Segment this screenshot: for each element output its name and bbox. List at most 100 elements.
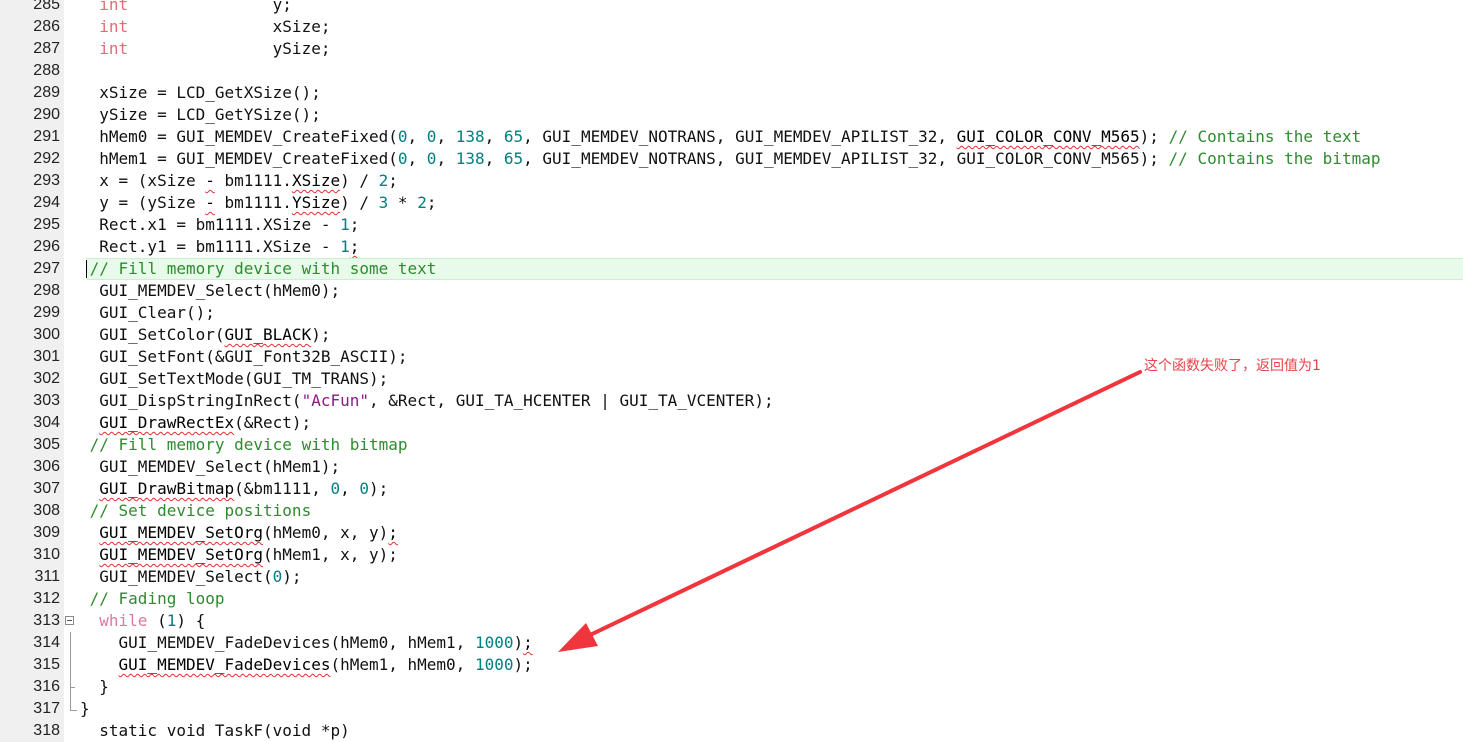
code-line[interactable]: 313 while (1) { <box>0 610 1463 632</box>
code-text[interactable]: Rect.y1 = bm1111.XSize - 1; <box>80 236 359 258</box>
code-token: int <box>99 17 129 36</box>
code-line[interactable]: 301 GUI_SetFont(&GUI_Font32B_ASCII); <box>0 346 1463 368</box>
code-text[interactable]: GUI_MEMDEV_Select(hMem0); <box>80 280 340 302</box>
code-line[interactable]: 302 GUI_SetTextMode(GUI_TM_TRANS); <box>0 368 1463 390</box>
code-token <box>80 655 119 674</box>
code-text[interactable]: GUI_MEMDEV_Select(0); <box>80 566 301 588</box>
code-text[interactable]: } <box>80 698 90 720</box>
code-token: // Contains the bitmap <box>1168 149 1381 168</box>
code-line[interactable]: 308 // Set device positions <box>0 500 1463 522</box>
code-line[interactable]: 294 y = (ySize - bm1111.YSize) / 3 * 2; <box>0 192 1463 214</box>
code-text[interactable]: GUI_Clear(); <box>80 302 215 324</box>
code-line[interactable]: 300 GUI_SetColor(GUI_BLACK); <box>0 324 1463 346</box>
code-text[interactable]: GUI_MEMDEV_FadeDevices(hMem1, hMem0, 100… <box>80 654 533 676</box>
code-text[interactable]: GUI_DispStringInRect("AcFun", &Rect, GUI… <box>80 390 773 412</box>
code-text[interactable]: Rect.x1 = bm1111.XSize - 1; <box>80 214 359 236</box>
code-token: ; <box>349 237 360 256</box>
code-text[interactable]: ySize = LCD_GetYSize(); <box>80 104 321 126</box>
code-token: ) / <box>340 171 379 190</box>
code-token: // Fill memory device with some text <box>89 259 437 278</box>
code-token: , <box>484 127 504 146</box>
code-text[interactable]: static void TaskF(void *p) <box>80 720 349 742</box>
code-line[interactable]: 314 GUI_MEMDEV_FadeDevices(hMem0, hMem1,… <box>0 632 1463 654</box>
code-text[interactable]: hMem0 = GUI_MEMDEV_CreateFixed(0, 0, 138… <box>80 126 1361 148</box>
code-text[interactable]: while (1) { <box>80 610 205 632</box>
fold-collapse-icon[interactable] <box>65 616 74 625</box>
code-line[interactable]: 318 static void TaskF(void *p) <box>0 720 1463 742</box>
code-line[interactable]: 287 int ySize; <box>0 38 1463 60</box>
code-text[interactable]: // Fill memory device with some text <box>80 258 437 280</box>
code-text[interactable]: int ySize; <box>80 38 330 60</box>
code-token: // Contains the text <box>1168 127 1362 146</box>
code-text[interactable]: GUI_MEMDEV_SetOrg(hMem0, x, y); <box>80 522 398 544</box>
code-token: GUI_MEMDEV_SetOrg <box>99 545 264 564</box>
code-line[interactable]: 299 GUI_Clear(); <box>0 302 1463 324</box>
code-line[interactable]: 286 int xSize; <box>0 16 1463 38</box>
code-line[interactable]: 285 int y; <box>0 0 1463 16</box>
code-text[interactable]: GUI_SetFont(&GUI_Font32B_ASCII); <box>80 346 407 368</box>
line-number: 292 <box>0 148 64 170</box>
code-text[interactable]: int y; <box>80 0 292 16</box>
code-token <box>80 0 99 14</box>
code-line[interactable]: 295 Rect.x1 = bm1111.XSize - 1; <box>0 214 1463 236</box>
code-text[interactable]: GUI_MEMDEV_SetOrg(hMem1, x, y); <box>80 544 398 566</box>
line-number: 287 <box>0 38 64 60</box>
code-token: 1000 <box>474 633 514 652</box>
code-text[interactable]: } <box>80 676 109 698</box>
code-text[interactable]: GUI_MEMDEV_FadeDevices(hMem0, hMem1, 100… <box>80 632 533 654</box>
code-line[interactable]: 293 x = (xSize - bm1111.XSize) / 2; <box>0 170 1463 192</box>
code-line[interactable]: 317} <box>0 698 1463 720</box>
code-line[interactable]: 307 GUI_DrawBitmap(&bm1111, 0, 0); <box>0 478 1463 500</box>
code-line[interactable]: 298 GUI_MEMDEV_Select(hMem0); <box>0 280 1463 302</box>
code-line[interactable]: 292 hMem1 = GUI_MEMDEV_CreateFixed(0, 0,… <box>0 148 1463 170</box>
fold-margin[interactable] <box>64 610 78 632</box>
fold-margin <box>64 500 78 522</box>
code-token: ; <box>523 633 533 652</box>
code-line[interactable]: 312 // Fading loop <box>0 588 1463 610</box>
line-number: 300 <box>0 324 64 346</box>
code-line[interactable]: 291 hMem0 = GUI_MEMDEV_CreateFixed(0, 0,… <box>0 126 1463 148</box>
code-line[interactable]: 289 xSize = LCD_GetXSize(); <box>0 82 1463 104</box>
code-token: ); <box>311 325 331 344</box>
code-line[interactable]: 304 GUI_DrawRectEx(&Rect); <box>0 412 1463 434</box>
code-text[interactable]: y = (ySize - bm1111.YSize) / 3 * 2; <box>80 192 436 214</box>
fold-margin <box>64 60 78 82</box>
line-number: 298 <box>0 280 64 302</box>
code-token: 0 <box>330 479 341 498</box>
line-number: 288 <box>0 60 64 82</box>
code-text[interactable]: GUI_SetColor(GUI_BLACK); <box>80 324 330 346</box>
code-text[interactable]: // Fill memory device with bitmap <box>80 434 408 456</box>
code-line[interactable]: 315 GUI_MEMDEV_FadeDevices(hMem1, hMem0,… <box>0 654 1463 676</box>
code-line[interactable]: 296 Rect.y1 = bm1111.XSize - 1; <box>0 236 1463 258</box>
code-text[interactable]: // Set device positions <box>80 500 312 522</box>
fold-margin <box>64 368 78 390</box>
code-line[interactable]: 309 GUI_MEMDEV_SetOrg(hMem0, x, y); <box>0 522 1463 544</box>
code-text[interactable]: GUI_MEMDEV_Select(hMem1); <box>80 456 340 478</box>
code-line[interactable]: 311 GUI_MEMDEV_Select(0); <box>0 566 1463 588</box>
code-line[interactable]: 306 GUI_MEMDEV_Select(hMem1); <box>0 456 1463 478</box>
code-line[interactable]: 310 GUI_MEMDEV_SetOrg(hMem1, x, y); <box>0 544 1463 566</box>
code-token: 65 <box>503 127 524 146</box>
line-number: 310 <box>0 544 64 566</box>
code-line[interactable]: 290 ySize = LCD_GetYSize(); <box>0 104 1463 126</box>
code-token: ; <box>349 215 360 234</box>
code-line[interactable]: 305 // Fill memory device with bitmap <box>0 434 1463 456</box>
code-line[interactable]: 303 GUI_DispStringInRect("AcFun", &Rect,… <box>0 390 1463 412</box>
code-text[interactable]: hMem1 = GUI_MEMDEV_CreateFixed(0, 0, 138… <box>80 148 1380 170</box>
code-token: (&Rect); <box>234 413 312 432</box>
code-text[interactable]: // Fading loop <box>80 588 225 610</box>
code-text[interactable]: GUI_DrawRectEx(&Rect); <box>80 412 311 434</box>
fold-margin <box>64 698 78 720</box>
code-token: 0 <box>272 567 283 586</box>
code-token: 0 <box>426 149 437 168</box>
code-line[interactable]: 316 } <box>0 676 1463 698</box>
code-text[interactable]: x = (xSize - bm1111.XSize) / 2; <box>80 170 398 192</box>
code-line[interactable]: 288 <box>0 60 1463 82</box>
code-line[interactable]: 297 // Fill memory device with some text <box>0 258 1463 280</box>
code-text[interactable]: GUI_SetTextMode(GUI_TM_TRANS); <box>80 368 388 390</box>
code-text[interactable]: GUI_DrawBitmap(&bm1111, 0, 0); <box>80 478 388 500</box>
code-token: ); <box>1139 127 1169 146</box>
code-text[interactable]: int xSize; <box>80 16 330 38</box>
code-text[interactable]: xSize = LCD_GetXSize(); <box>80 82 321 104</box>
